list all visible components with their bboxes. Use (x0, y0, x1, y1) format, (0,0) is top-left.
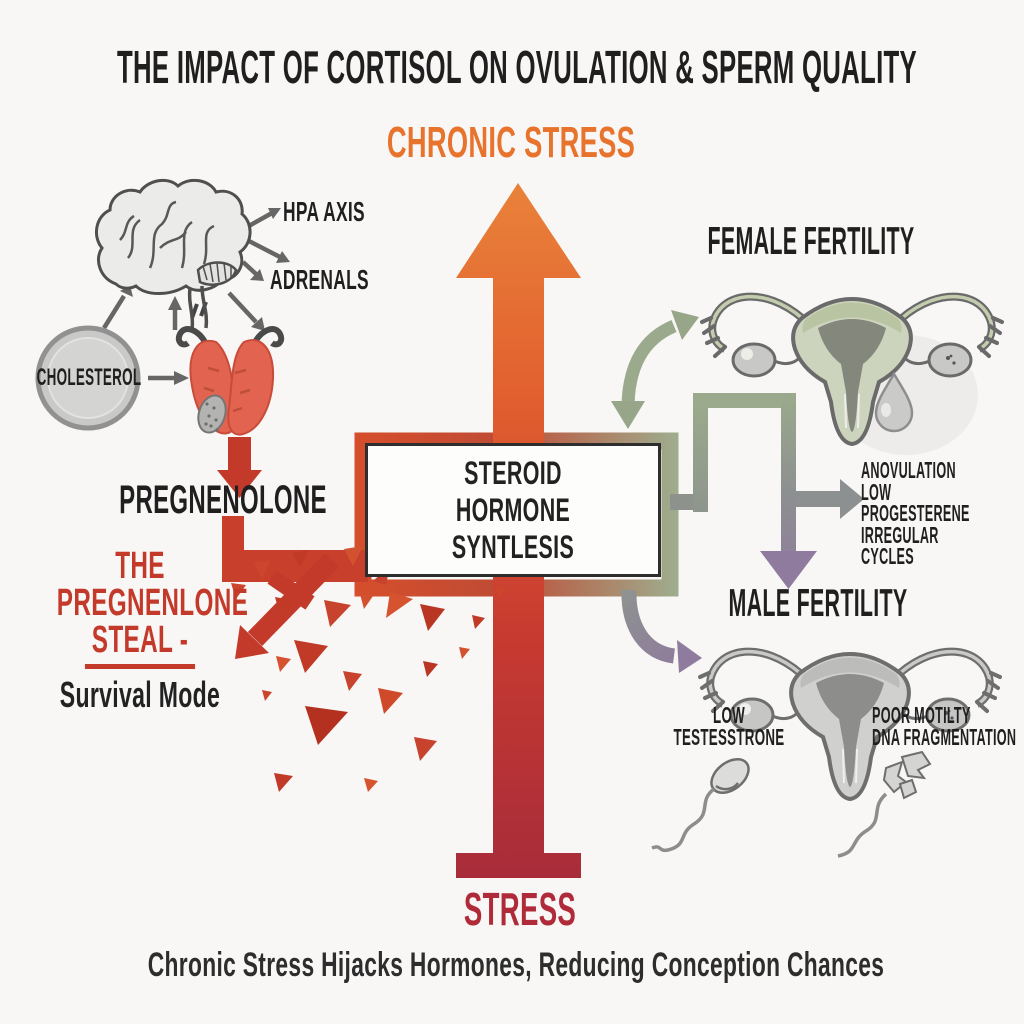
blocked-arrow-icon (235, 553, 340, 659)
down-arrowhead (760, 551, 817, 589)
pituitary-stalk (187, 285, 209, 331)
right-arrowhead (840, 479, 864, 519)
male-effect-testosterone: TESTESSTRONE (673, 724, 785, 750)
chronic-stress-label: CHRONIC STRESS (386, 118, 636, 167)
cholesterol-circle-icon (35, 325, 141, 431)
footer-caption: Chronic Stress Hijacks Hormones, Reducin… (147, 946, 885, 984)
male-effect-dna: DNA FRAGMENTATION (872, 724, 1017, 750)
pregnenolone-pipe (217, 437, 368, 582)
pregnenolone-label: PREGNENOLONE (119, 478, 327, 522)
steal-underline (84, 664, 196, 669)
female-fertility-heading: FEMALE FERTILITY (707, 220, 915, 263)
male-effect-low: LOW (713, 702, 745, 728)
male-effect-motility: POOR MOTILTY (872, 702, 971, 728)
sperm-icon (651, 758, 750, 853)
female-effect-progesterone: LOW PROGESTERENE (861, 478, 970, 526)
egg-icon (874, 371, 914, 433)
pregnenolone-steal-callout: THE PREGNENLONE STEAL - Survival Mode (56, 545, 249, 715)
adrenals-label: ADRENALS (270, 264, 369, 295)
steroid-synthesis-box: STEROID HORMONE SYNTLESIS (365, 443, 661, 577)
steal-line2: PREGNENLONE (56, 582, 249, 624)
curved-exchange-arrow-icon (611, 310, 699, 429)
female-effects-list: ANOVULATION LOW PROGESTERENE IRREGULAR C… (861, 457, 970, 569)
fertility-pipe (670, 393, 864, 589)
brain-icon (94, 178, 252, 331)
male-effect-left: LOW TESTESSTRONE (671, 702, 787, 750)
sperm-fragmented-icon (837, 750, 932, 858)
hpa-axis-label: HPA AXIS (283, 196, 365, 227)
synthesis-box-line1: STEROID HORMONE (455, 454, 571, 528)
synthesis-box-line2: SYNTLESIS (451, 528, 575, 565)
cholesterol-label: CHOLESTEROL (36, 364, 142, 391)
adrenal-glands-icon (175, 326, 285, 436)
male-effect-right: POOR MOTILTY DNA FRAGMENTATION (872, 702, 1017, 750)
steal-line3: STEAL - (91, 619, 189, 661)
male-fertility-heading: MALE FERTILITY (728, 582, 908, 625)
steal-subtitle: Survival Mode (59, 674, 221, 715)
steal-line1: THE (115, 545, 165, 587)
female-effect-cycles: IRREGULAR CYCLES (861, 521, 939, 569)
stress-label: STRESS (463, 883, 577, 935)
female-effect-anovulation: ANOVULATION (861, 457, 956, 483)
curved-arrow-to-male (621, 589, 702, 673)
page-title: THE IMPACT OF CORTISOL ON OVULATION & SP… (117, 41, 917, 93)
